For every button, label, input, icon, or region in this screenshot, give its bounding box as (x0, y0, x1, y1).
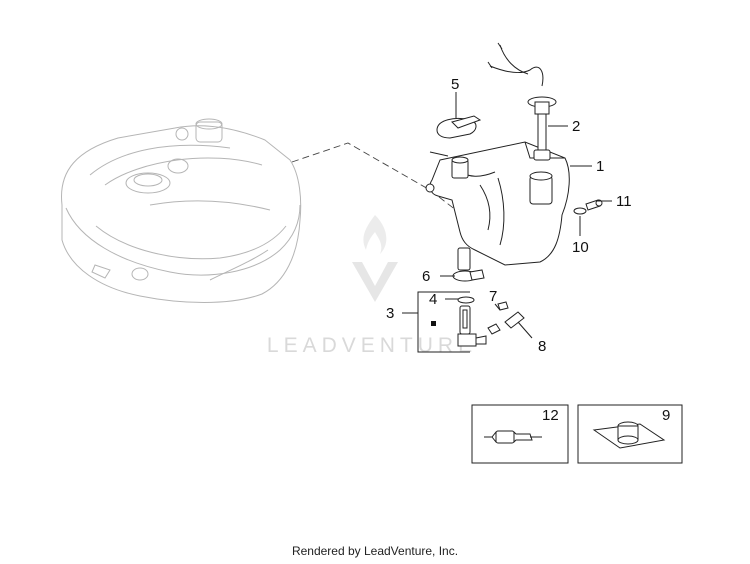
fitting-nipple (487, 301, 525, 335)
level-sensor (487, 42, 557, 161)
hose-clamp (452, 269, 485, 282)
o-ring (457, 296, 475, 304)
callout-4: 4 (429, 291, 437, 308)
screw-and-washer (573, 199, 603, 215)
small-square-marker (431, 321, 436, 326)
callout-7: 7 (489, 288, 497, 305)
callout-5: 5 (451, 76, 459, 93)
callout-11: 11 (616, 193, 632, 210)
callout-12: 12 (542, 407, 559, 424)
callout-8: 8 (538, 338, 546, 355)
callout-9: 9 (662, 407, 670, 424)
leader-lines (402, 92, 612, 339)
inset-box-9 (577, 404, 683, 464)
callout-labels: 5 2 1 11 10 6 4 3 7 8 12 9 (386, 76, 670, 424)
inset-box-12 (471, 404, 569, 464)
callout-10: 10 (572, 239, 589, 256)
fuel-tap (431, 305, 487, 347)
watermark: LEADVENTURE (267, 215, 477, 357)
filler-cap (429, 115, 482, 157)
callout-2: 2 (572, 118, 580, 135)
item-3-bracket (417, 291, 470, 353)
callout-3: 3 (386, 305, 394, 322)
reference-tank-ghost (61, 118, 302, 303)
watermark-text: LEADVENTURE (267, 334, 477, 357)
callout-1: 1 (596, 158, 604, 175)
oil-reservoir (425, 141, 570, 271)
footer-credit: Rendered by LeadVenture, Inc. (291, 544, 459, 558)
callout-6: 6 (422, 268, 430, 285)
reference-leader (291, 142, 549, 249)
flame-v-logo (352, 215, 398, 302)
